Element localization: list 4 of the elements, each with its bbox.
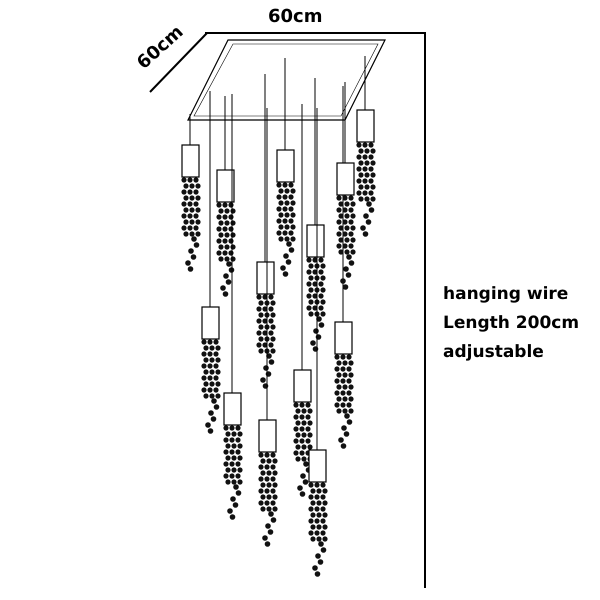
note-text: adjustable [443,342,544,362]
dimension-label: 60cm [268,6,322,27]
note-text: hanging wire [443,284,568,304]
note-text: Length 200cm [443,313,580,333]
